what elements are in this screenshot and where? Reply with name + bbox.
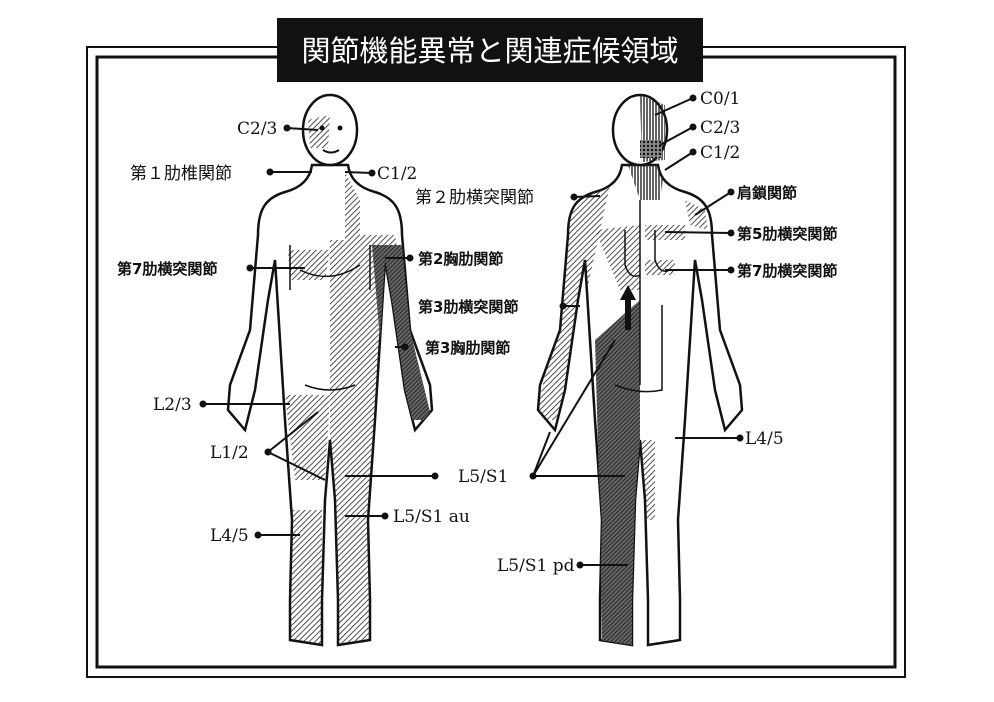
label-front-c23: C2/3 bbox=[237, 119, 277, 139]
label-l12: L1/2 bbox=[210, 443, 249, 463]
label-c01: C0/1 bbox=[700, 89, 740, 109]
title-box bbox=[277, 18, 703, 82]
label-rib2-costotransverse: 第２肋横突関節 bbox=[415, 188, 534, 208]
label-front-l45: L4/5 bbox=[210, 526, 249, 546]
label-l5s1-pd: L5/S1 pd bbox=[497, 556, 575, 576]
leader-dots bbox=[199, 94, 744, 569]
label-l5s1-au: L5/S1 au bbox=[393, 507, 470, 527]
title: 関節機能異常と関連症候領域 bbox=[301, 34, 678, 68]
label-l23: L2/3 bbox=[153, 395, 192, 415]
label-acromioclavicular: 肩鎖関節 bbox=[737, 184, 797, 202]
label-rib3-costotransverse: 第3肋横突関節 bbox=[418, 298, 518, 316]
label-front-c12: C1/2 bbox=[377, 164, 417, 184]
back-figure bbox=[536, 93, 744, 647]
outer-frame bbox=[86, 46, 906, 678]
label-back-c12: C1/2 bbox=[700, 143, 740, 163]
label-back-rib7-costotransverse: 第7肋横突関節 bbox=[737, 262, 837, 280]
label-l5s1: L5/S1 bbox=[458, 467, 508, 487]
label-front-rib7-costotransverse: 第7肋横突関節 bbox=[117, 260, 217, 278]
inner-frame bbox=[95, 55, 897, 669]
label-back-l45: L4/5 bbox=[745, 429, 784, 449]
label-back-c23: C2/3 bbox=[700, 118, 740, 138]
label-rib1-costovertebral: 第１肋椎関節 bbox=[130, 164, 232, 184]
label-sternocostal3: 第3胸肋関節 bbox=[425, 339, 510, 357]
label-sternocostal2: 第2胸肋関節 bbox=[418, 250, 503, 268]
label-rib5-costotransverse: 第5肋横突関節 bbox=[737, 225, 837, 243]
leader-lines bbox=[203, 97, 740, 566]
